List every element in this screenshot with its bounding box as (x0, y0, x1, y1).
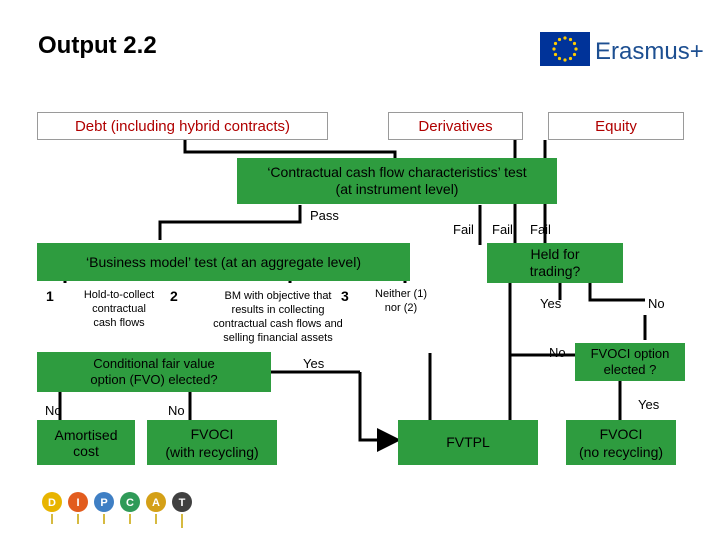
fvoci-no-recycling-line1: FVOCI (599, 425, 643, 442)
derivatives-box: Derivatives (388, 112, 523, 140)
erasmus-logo-text: Erasmus+ (595, 38, 704, 65)
fvoci-no-label: No (549, 345, 566, 360)
fvo-yes-label: Yes (303, 356, 325, 371)
fvoci-yes-label: Yes (638, 397, 660, 412)
fail-label-1: Fail (453, 222, 474, 237)
fail-label-2: Fail (492, 222, 513, 237)
model-2-line4: selling financial assets (223, 332, 333, 344)
dipcat-letter-c: C (126, 497, 134, 509)
model-2-line3: contractual cash flows and (213, 318, 343, 330)
held-yes-label: Yes (540, 296, 562, 311)
model-2-line2: results in collecting (231, 304, 325, 316)
dipcat-letter-a: A (152, 497, 160, 509)
fvoci-no-recycling-line2: (no recycling) (578, 443, 664, 460)
fvoci-option-line2: elected ? (603, 362, 657, 377)
model-3-number: 3 (341, 288, 349, 304)
model-1-line1: Hold-to-collect (83, 289, 155, 301)
dipcat-letter-d: D (48, 497, 56, 509)
model-3-line2: nor (2) (384, 302, 418, 314)
amortised-line2: cost (73, 442, 99, 459)
sppi-test-line1: ‘Contractual cash flow characteristics’ … (267, 164, 527, 180)
fvo-no-mid-label: No (168, 403, 185, 418)
fvo-no-left-label: No (45, 403, 62, 418)
page-title: Output 2.2 (38, 32, 157, 59)
fvo-box: Conditional fair value option (FVO) elec… (37, 352, 271, 392)
model-2-text: BM with objective that results in collec… (198, 289, 358, 345)
model-1-line2: contractual (92, 303, 146, 315)
business-models-panel (37, 283, 487, 353)
sppi-test-line2: (at instrument level) (335, 181, 459, 197)
model-1-line3: cash flows (93, 317, 145, 329)
held-for-trading-line2: trading? (529, 263, 581, 279)
eu-flag-icon (540, 32, 590, 66)
dipcat-letter-t: T (179, 497, 186, 509)
fvoci-option-box: FVOCI option elected ? (575, 343, 685, 381)
model-3-line1: Neither (1) (375, 288, 427, 300)
fvo-line2: option (FVO) elected? (90, 372, 218, 387)
fvoci-recycling-line2: (with recycling) (165, 443, 259, 460)
model-2-line1: BM with objective that (224, 290, 332, 302)
fvoci-no-recycling-box: FVOCI (no recycling) (566, 420, 676, 465)
fvoci-recycling-box: FVOCI (with recycling) (147, 420, 277, 465)
held-for-trading-box: Held for trading? (487, 243, 623, 283)
amortised-cost-box: Amortised cost (37, 420, 135, 465)
fvtpl-box: FVTPL (398, 420, 538, 465)
dipcat-gears-icon: D I P C A T (42, 492, 192, 528)
fail-label-3: Fail (530, 222, 551, 237)
model-1-text: Hold-to-collect contractual cash flows (73, 288, 165, 330)
model-1-number: 1 (46, 288, 54, 304)
dipcat-letter-p: P (100, 497, 107, 509)
dipcat-letter-i: I (76, 497, 79, 509)
fvoci-recycling-line1: FVOCI (190, 425, 234, 442)
model-2-number: 2 (170, 288, 178, 304)
debt-box: Debt (including hybrid contracts) (37, 112, 328, 140)
amortised-line1: Amortised (54, 426, 118, 443)
fvoci-option-line1: FVOCI option (590, 346, 670, 361)
business-model-test-box: ‘Business model’ test (at an aggregate l… (37, 243, 410, 281)
held-for-trading-line1: Held for (530, 246, 580, 262)
model-3-text: Neither (1) nor (2) (366, 287, 436, 315)
pass-label: Pass (310, 208, 339, 223)
held-no-label: No (648, 296, 665, 311)
sppi-test-box: ‘Contractual cash flow characteristics’ … (237, 158, 557, 204)
fvo-line1: Conditional fair value (93, 356, 215, 371)
equity-box: Equity (548, 112, 684, 140)
